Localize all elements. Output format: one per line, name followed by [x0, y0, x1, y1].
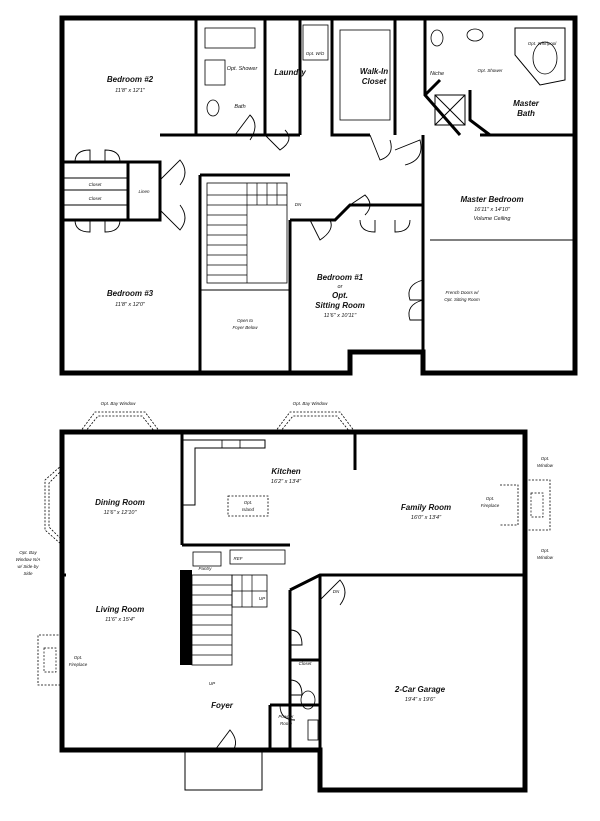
master-bath-label: Master: [513, 99, 540, 108]
garage-dims: 19'4" x 19'6": [405, 697, 436, 703]
lower-staircase: [180, 570, 268, 666]
dining-room-dims: 11'6" x 12'10": [104, 510, 138, 516]
front-porch: [184, 750, 263, 791]
bedroom2-label: Bedroom #2: [107, 75, 154, 84]
closet-label: Closet: [362, 77, 387, 86]
living-fireplace-label: Opt.: [74, 655, 83, 660]
opt-window1-label: Opt.: [541, 456, 550, 461]
bedroom1-or: or: [338, 284, 344, 290]
lower-floor-plan: Opt. Bay Window Opt. Bay Window Dining R…: [16, 401, 554, 793]
linen-label: Linen: [138, 189, 150, 194]
family-fireplace-label: Opt.: [486, 496, 495, 501]
open-foyer-label: Open to: [237, 318, 254, 323]
volume-ceiling-label: Volume Ceiling: [474, 216, 512, 222]
bedroom1-opt: Opt.: [332, 291, 348, 300]
opt-wd-label: Opt. W/D: [306, 51, 325, 56]
stair-up2-label: UP: [259, 596, 265, 601]
master-bedroom-dims: 16'11" x 14'10": [474, 207, 511, 213]
family-fireplace-label2: Fireplace: [481, 503, 500, 508]
open-foyer-label2: Foyer Below: [232, 325, 258, 330]
opt-window1-label2: Window: [537, 463, 554, 468]
upper-floor-plan: Bedroom #2 11'8" x 12'1" Opt. Shower Bat…: [59, 15, 578, 376]
living-room-dims: 11'6" x 15'4": [105, 617, 136, 623]
side-bay-label3: w/ Side-by: [17, 564, 39, 569]
closet1-label: Closet: [89, 182, 103, 187]
bath-opt-shower-label: Opt. Shower: [227, 66, 259, 72]
bay-window-left-label: Opt. Bay Window: [101, 401, 136, 406]
opt-shower-label: Opt. Shower: [477, 68, 503, 73]
bedroom1-dims: 11'6" x 10'11": [324, 313, 357, 319]
dining-room-label: Dining Room: [95, 498, 145, 507]
opt-whirlpool-label: Opt. Whirlpool: [528, 41, 558, 46]
master-bedroom-label: Master Bedroom: [460, 195, 523, 204]
island-label2: Island: [242, 507, 255, 512]
island-label: Opt.: [244, 500, 253, 505]
bedroom1-label: Bedroom #1: [317, 273, 364, 282]
bath-label: Bath: [234, 104, 245, 110]
family-fireplace: [525, 479, 551, 531]
family-room-dims: 16'0" x 13'4": [411, 515, 442, 521]
opt-window2-label2: Window: [537, 555, 554, 560]
sitting-room-label: Sitting Room: [315, 301, 365, 310]
french-doors-label: French Doors w/: [445, 290, 479, 295]
kitchen-dims: 16'2" x 13'4": [271, 479, 302, 485]
bedroom2-dims: 11'8" x 12'1": [115, 88, 146, 94]
kitchen-label: Kitchen: [271, 467, 300, 476]
pantry-label: Pantry: [198, 566, 212, 571]
upper-staircase: [206, 182, 288, 284]
powder-room-label2: Room: [280, 721, 292, 726]
side-bay-label1: Opt. Bay: [19, 550, 37, 555]
bedroom2-wall: [160, 18, 198, 137]
bay-window-right-label: Opt. Bay Window: [293, 401, 328, 406]
living-room-label: Living Room: [96, 605, 144, 614]
master-bath-label2: Bath: [517, 109, 535, 118]
kitchen-bay-window: [274, 411, 356, 433]
bedroom3-dims: 11'8" x 12'0": [115, 302, 146, 308]
closet2-label: Closet: [89, 196, 103, 201]
stair-up-label: UP: [209, 681, 215, 686]
laundry-label: Laundry: [274, 68, 306, 77]
side-bay-label4: Side: [23, 571, 33, 576]
family-room-label: Family Room: [401, 503, 451, 512]
lower-dn-label: DN: [333, 589, 340, 594]
side-bay-label2: Window N/A: [16, 557, 41, 562]
upper-dn-label: DN: [295, 202, 302, 207]
side-bay-window: [44, 464, 63, 546]
closet-lower-label: Closet: [299, 661, 313, 666]
french-doors-label2: Opt. Sitting Room: [444, 297, 480, 302]
opt-window2-label: Opt.: [541, 548, 550, 553]
garage-label: 2-Car Garage: [394, 685, 446, 694]
lower-exterior-wall: [59, 429, 528, 793]
ref-label: REF: [234, 556, 243, 561]
living-fireplace-label2: Fireplace: [69, 662, 88, 667]
walkin-label: Walk-In: [360, 67, 388, 76]
living-fireplace: [37, 634, 62, 686]
dining-bay-window: [79, 411, 161, 433]
bedroom3-label: Bedroom #3: [107, 289, 154, 298]
kitchen-island: [227, 495, 269, 517]
powder-room-label: Powder: [278, 714, 294, 719]
foyer-label: Foyer: [211, 701, 234, 710]
niche-label: Niche: [430, 71, 444, 77]
